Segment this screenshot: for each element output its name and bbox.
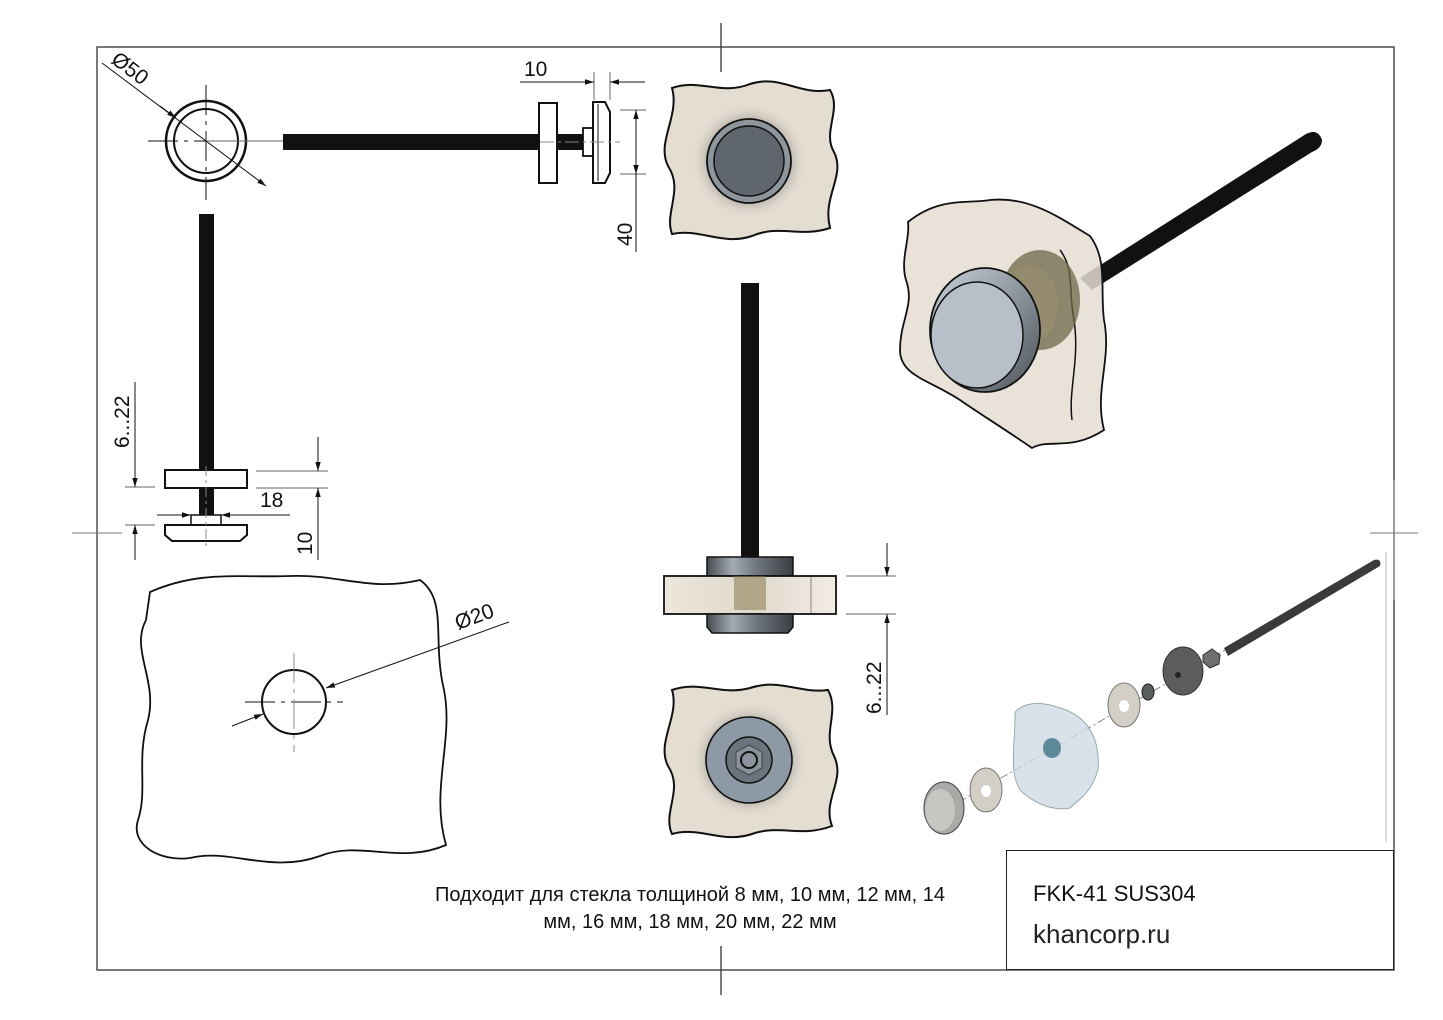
dim-glass-range-side: 6...22 xyxy=(111,395,134,448)
glass-thickness-note: Подходит для стекла толщиной 8 мм, 10 мм… xyxy=(380,882,1000,936)
dim-hole-diameter: Ø20 xyxy=(452,600,497,635)
dim-washer-width: 18 xyxy=(260,489,283,512)
product-code: FKK-41 SUS304 xyxy=(1033,881,1196,906)
dim-line-head-diameter xyxy=(101,62,267,187)
dim-disc-gap: 10 xyxy=(524,58,547,81)
threaded-rod-section xyxy=(741,283,759,558)
note-line-2: мм, 16 мм, 18 мм, 20 мм, 22 мм xyxy=(543,911,837,933)
section-render: 6...22 xyxy=(663,283,896,715)
top-view: Ø50 xyxy=(101,48,283,200)
dim-cap-height: 40 xyxy=(614,223,637,246)
back-render xyxy=(663,683,839,839)
title-block: FKK-41 SUS304 khancorp.ru xyxy=(1006,850,1394,970)
dim-cap-thickness: 10 xyxy=(294,532,317,555)
dim-glass-range-section: 6...22 xyxy=(863,661,886,714)
website-label: khancorp.ru xyxy=(1033,919,1171,949)
side-view-horizontal: 10 40 xyxy=(283,58,646,252)
threaded-rod xyxy=(283,134,539,150)
note-line-1: Подходит для стекла толщиной 8 мм, 10 мм… xyxy=(434,884,946,906)
side-view-vertical: 6...22 18 10 xyxy=(111,214,328,560)
isometric-render xyxy=(899,132,1322,450)
glass-hole-view: Ø20 xyxy=(135,574,510,864)
front-render-top xyxy=(663,80,839,241)
threaded-rod-vertical xyxy=(199,214,214,470)
exploded-render xyxy=(923,559,1381,835)
